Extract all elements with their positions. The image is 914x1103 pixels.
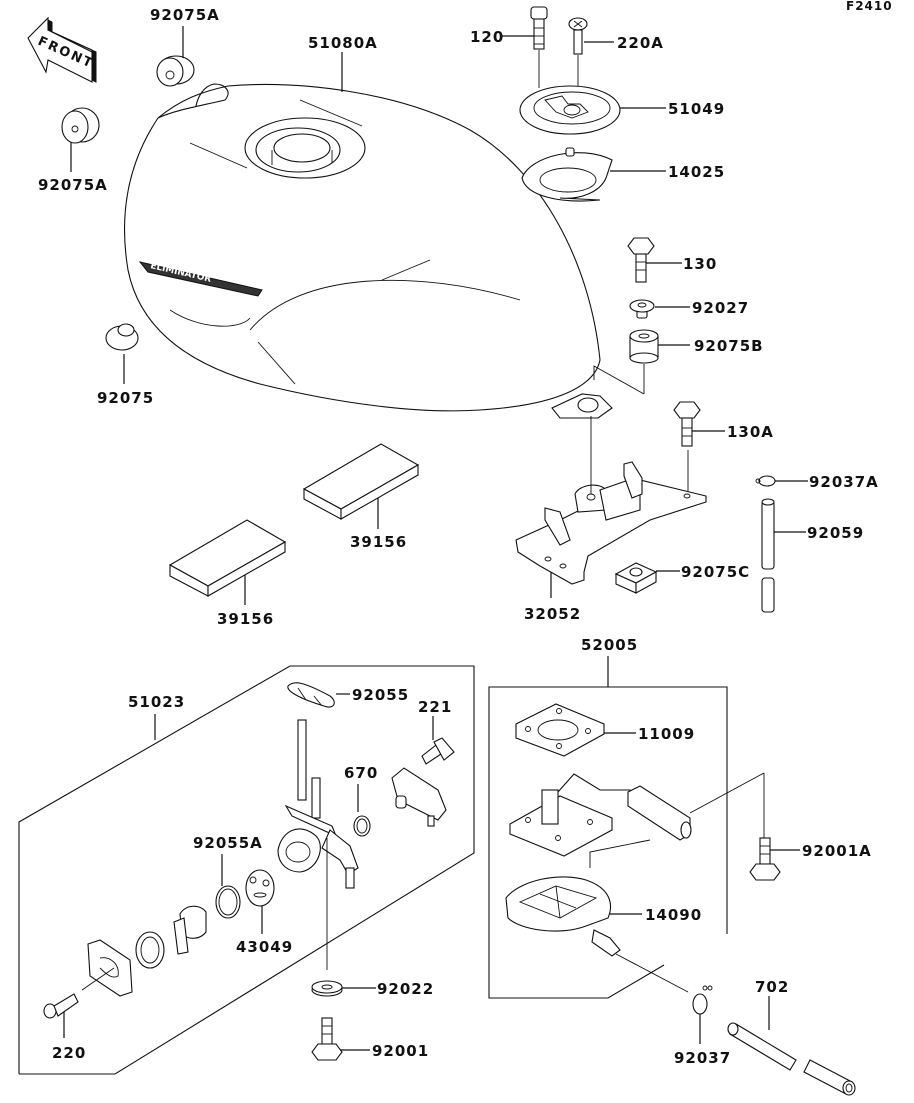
label-51080A[interactable]: 51080A: [308, 34, 378, 52]
label-92055[interactable]: 92055: [352, 686, 409, 704]
label-11009[interactable]: 11009: [638, 725, 695, 743]
label-220A[interactable]: 220A: [617, 34, 664, 52]
label-221[interactable]: 221: [418, 698, 452, 716]
part-14025-ring[interactable]: 14025: [521, 147, 725, 202]
part-92075B-grommet[interactable]: 92075B: [593, 329, 764, 395]
label-52005[interactable]: 52005: [581, 636, 638, 654]
label-43049[interactable]: 43049: [236, 938, 293, 956]
part-tap-lever[interactable]: [173, 905, 207, 955]
label-92027[interactable]: 92027: [692, 299, 749, 317]
part-92055-gasket[interactable]: 92055: [287, 682, 409, 708]
part-670-o-ring[interactable]: 670: [344, 764, 378, 837]
label-92001A[interactable]: 92001A: [802, 842, 872, 860]
label-92059[interactable]: 92059: [807, 524, 864, 542]
part-fuel-tap-body[interactable]: [277, 719, 359, 970]
part-92075-grommet[interactable]: 92075: [97, 323, 154, 407]
label-670[interactable]: 670: [344, 764, 378, 782]
label-32052[interactable]: 32052: [524, 605, 581, 623]
part-92001-bolt[interactable]: 92001: [311, 1017, 429, 1061]
part-51049-fuel-cap[interactable]: 51049: [519, 85, 725, 135]
label-14090[interactable]: 14090: [645, 906, 702, 924]
part-92022-washer[interactable]: 92022: [311, 980, 434, 998]
part-39156-pad-right[interactable]: 39156: [302, 443, 420, 551]
label-39156-left[interactable]: 39156: [217, 610, 274, 628]
label-130A[interactable]: 130A: [727, 423, 774, 441]
part-11009-gasket[interactable]: 11009: [515, 703, 695, 757]
label-92075A-top[interactable]: 92075A: [150, 6, 220, 24]
label-92075A-left[interactable]: 92075A: [38, 176, 108, 194]
part-92001A-bolt[interactable]: 92001A: [749, 837, 872, 881]
label-92075B[interactable]: 92075B: [694, 337, 764, 355]
part-14090-filter[interactable]: 14090: [505, 876, 702, 993]
part-221-screw[interactable]: 221: [418, 698, 455, 765]
label-92075C[interactable]: 92075C: [681, 563, 750, 581]
part-220-screw[interactable]: 220: [43, 993, 86, 1062]
front-arrow-icon: FRONT: [27, 16, 97, 83]
part-32052-bracket[interactable]: 32052: [515, 416, 707, 623]
label-14025[interactable]: 14025: [668, 163, 725, 181]
part-tap-plate[interactable]: [81, 939, 133, 997]
part-tap-cover-plate[interactable]: [391, 767, 447, 827]
label-92022[interactable]: 92022: [377, 980, 434, 998]
part-43049-gasket[interactable]: 43049: [236, 869, 293, 956]
diagram-ref-code: F2410: [846, 0, 893, 13]
part-tap-seal[interactable]: [135, 931, 165, 969]
part-92037A-clamp[interactable]: 92037A: [755, 473, 879, 491]
label-92037A[interactable]: 92037A: [809, 473, 879, 491]
label-702[interactable]: 702: [755, 978, 789, 996]
label-39156-right[interactable]: 39156: [350, 533, 407, 551]
assembly-52005-fuel-pump[interactable]: 52005: [488, 636, 728, 999]
part-220A-screw[interactable]: 220A: [568, 17, 664, 96]
label-51023[interactable]: 51023: [128, 693, 185, 711]
label-92075[interactable]: 92075: [97, 389, 154, 407]
label-130[interactable]: 130: [683, 255, 717, 273]
label-51049[interactable]: 51049: [668, 100, 725, 118]
part-92075A-left[interactable]: 92075A: [38, 107, 108, 194]
part-130-bolt[interactable]: 130: [627, 237, 717, 283]
label-92037[interactable]: 92037: [674, 1049, 731, 1067]
part-120-bolt[interactable]: 120: [470, 6, 548, 88]
label-92055A[interactable]: 92055A: [193, 834, 263, 852]
part-130A-bolt[interactable]: 130A: [673, 401, 774, 496]
label-92001[interactable]: 92001: [372, 1042, 429, 1060]
part-92075A-top[interactable]: 92075A: [150, 6, 220, 87]
label-220[interactable]: 220: [52, 1044, 86, 1062]
part-92075C-pad[interactable]: 92075C: [614, 562, 750, 594]
part-92059-hose[interactable]: 92059: [761, 498, 864, 613]
part-92055A-o-ring[interactable]: 92055A: [193, 834, 263, 919]
part-702-hose[interactable]: 702: [727, 978, 856, 1096]
part-51080A-fuel-tank[interactable]: ELIMINATOR 51080A: [123, 34, 613, 419]
part-39156-pad-left[interactable]: 39156: [168, 519, 287, 628]
part-92027-collar[interactable]: 92027: [629, 299, 749, 319]
assembly-51023-fuel-tap[interactable]: 51023: [18, 665, 475, 1075]
part-fuel-pump-unit[interactable]: [509, 772, 765, 868]
part-92037-clamp[interactable]: 92037: [674, 985, 731, 1067]
label-120[interactable]: 120: [470, 28, 504, 46]
